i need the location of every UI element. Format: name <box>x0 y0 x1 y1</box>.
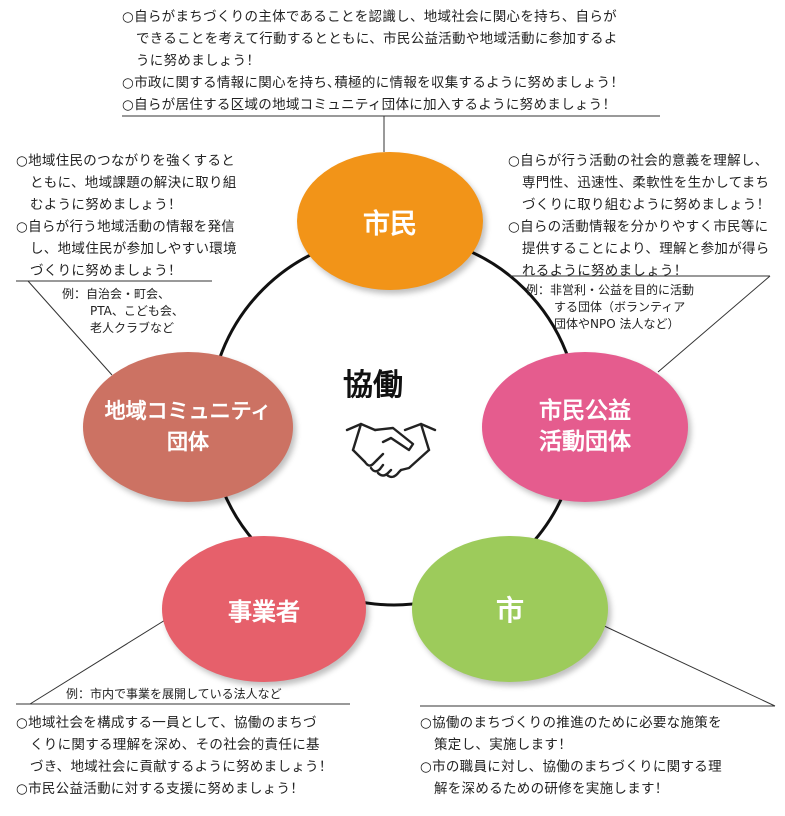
npo-line-6: れるように努めましょう！ <box>522 263 688 279</box>
community-line-3: むように努めましょう！ <box>30 197 182 213</box>
node-business: 事業者 <box>162 536 366 682</box>
npo-example: 例：非営利・公益を目的に活動 する団体（ボランティア 団体やNPO 法人など） <box>526 282 694 333</box>
business-line-1: ○地域社会を構成する一員として、協働のまちづ <box>16 715 317 731</box>
community-connector <box>27 280 113 376</box>
community-line-4: ○自らが行う地域活動の情報を発信 <box>16 219 236 235</box>
npo-line-4: ○自らの活動情報を分かりやすく市民等に <box>508 219 769 235</box>
npo-example-line-3: 団体やNPO 法人など） <box>554 317 680 331</box>
npo-line-3: づくりに取り組むように努めましょう！ <box>522 197 771 213</box>
citizen-line-5: ○自らが居住する区域の地域コミュニティ団体に加入するように努めましょう！ <box>122 97 617 113</box>
citizen-line-4: ○市政に関する情報に関心を持ち､積極的に情報を収集するように努めましょう！ <box>122 75 625 91</box>
node-business-label: 事業者 <box>228 597 300 626</box>
npo-description: ○自らが行う活動の社会的意義を理解し、 専門性、迅速性、柔軟性を生かしてまち づ… <box>508 150 770 282</box>
citizen-line-2: できることを考えて行動するとともに、市民公益活動や地域活動に参加するよ <box>136 31 618 47</box>
business-line-4: ○市民公益活動に対する支援に努めましょう！ <box>16 781 305 797</box>
citizen-line-1: ○自らがまちづくりの主体であることを認識し、地域社会に関心を持ち、自らが <box>122 9 617 25</box>
business-example-line: 例：市内で事業を展開している法人など <box>66 687 282 701</box>
npo-line-2: 専門性、迅速性、柔軟性を生かしてまち <box>522 175 770 191</box>
business-description: ○地域社会を構成する一員として、協働のまちづ くりに関する理解を深め、その社会的… <box>16 712 333 800</box>
community-example-line-1: 例：自治会・町会、 <box>62 287 171 301</box>
npo-line-5: 提供することにより、理解と参加が得ら <box>522 241 770 257</box>
node-community: 地域コミュニティ 団体 <box>83 352 293 502</box>
city-line-1: ○協働のまちづくりの推進のために必要な施策を <box>420 715 722 731</box>
node-city: 市 <box>412 536 608 682</box>
community-example-line-3: 老人クラブなど <box>90 321 175 335</box>
community-line-1: ○地域住民のつながりを強くすると <box>16 153 236 169</box>
city-line-2: 策定し、実施します！ <box>434 737 572 753</box>
community-description: ○地域住民のつながりを強くすると ともに、地域課題の解決に取り組 むように努めま… <box>16 150 237 282</box>
handshake-icon <box>345 422 437 479</box>
node-npo: 市民公益 活動団体 <box>482 352 688 502</box>
node-npo-label-1: 市民公益 <box>539 398 631 424</box>
community-example: 例：自治会・町会、 PTA、こども会、 老人クラブなど <box>62 286 184 337</box>
node-community-label-1: 地域コミュニティ <box>104 399 272 423</box>
city-line-4: 解を深めるための研修を実施します！ <box>434 781 669 797</box>
npo-line-1: ○自らが行う活動の社会的意義を理解し、 <box>508 153 769 169</box>
community-line-5: し、地域住民が参加しやすい環境 <box>30 241 237 257</box>
community-example-line-2: PTA、こども会、 <box>90 304 184 318</box>
npo-connector <box>657 275 771 373</box>
citizen-description: ○自らがまちづくりの主体であることを認識し、地域社会に関心を持ち、自らが できる… <box>122 6 624 116</box>
business-connector <box>29 616 171 705</box>
business-example: 例：市内で事業を展開している法人など <box>66 686 282 703</box>
node-city-label: 市 <box>495 594 524 627</box>
business-line-3: づき、地域社会に貢献するように努めましょう！ <box>30 759 333 775</box>
node-community-label-2: 団体 <box>167 430 209 454</box>
community-line-2: ともに、地域課題の解決に取り組 <box>30 175 237 191</box>
npo-example-line-1: 例：非営利・公益を目的に活動 <box>526 283 695 297</box>
npo-example-line-2: する団体（ボランティア <box>554 300 686 314</box>
center-title: 協働 <box>343 368 403 403</box>
city-line-3: ○市の職員に対し、協働のまちづくりに関する理 <box>420 759 722 775</box>
node-npo-label-2: 活動団体 <box>539 429 631 455</box>
citizen-line-3: うに努めましょう！ <box>136 53 261 69</box>
city-description: ○協働のまちづくりの推進のために必要な施策を 策定し、実施します！ ○市の職員に… <box>420 712 722 800</box>
node-citizen-label: 市民 <box>363 208 417 240</box>
business-line-2: くりに関する理解を深め、その社会的責任に基 <box>30 737 320 753</box>
node-citizen: 市民 <box>297 152 483 290</box>
community-line-6: づくりに努めましょう！ <box>30 263 182 279</box>
city-connector <box>599 623 776 707</box>
